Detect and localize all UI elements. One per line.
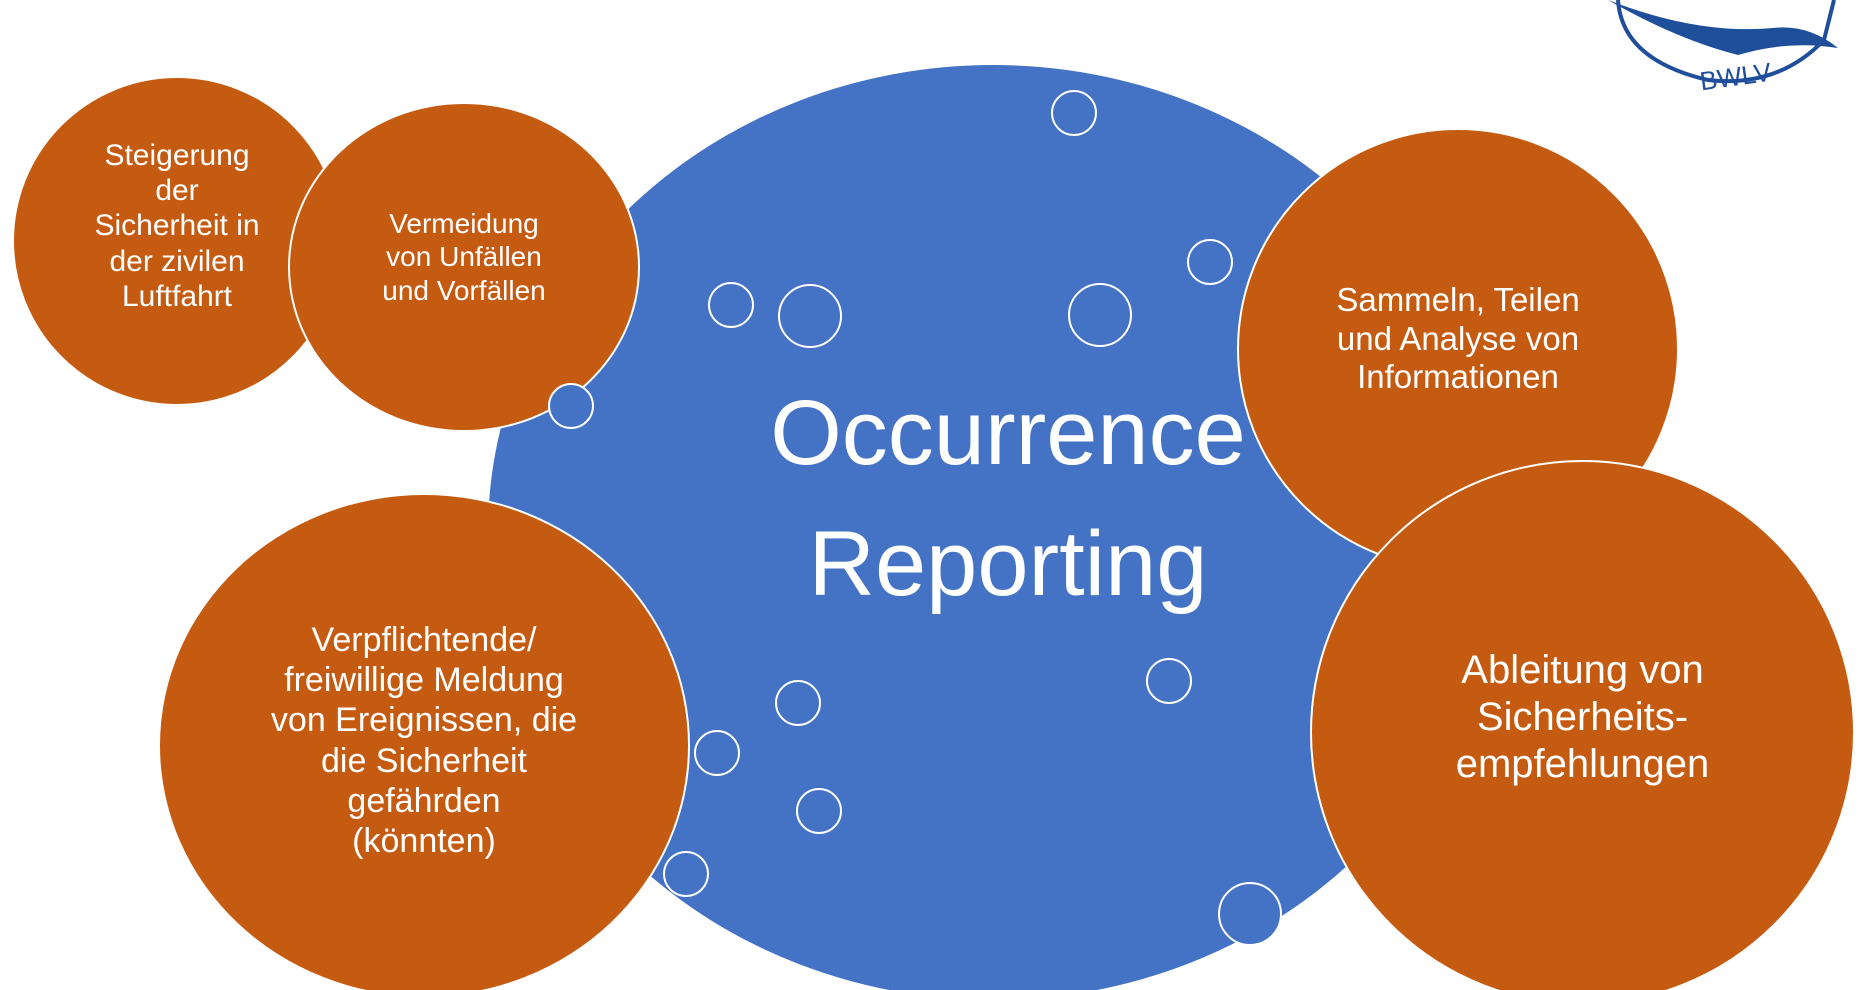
bubble-meldung-text: Verpflichtende/ freiwillige Meldung von … (270, 621, 578, 860)
decorative-bubble (1051, 90, 1097, 136)
decorative-bubble (708, 282, 754, 328)
bubble-ableitung-text: Ableitung von Sicherheits- empfehlungen (1455, 647, 1710, 787)
decorative-bubble (796, 788, 842, 834)
decorative-bubble (775, 680, 821, 726)
bubble-sammeln-text: Sammeln, Teilen und Analyse von Informat… (1336, 280, 1580, 396)
decorative-bubble (1068, 283, 1132, 347)
decorative-bubble (778, 284, 842, 348)
center-title: Occurrence Reporting (770, 382, 1246, 615)
decorative-bubble (548, 383, 594, 429)
bwlv-logo-icon: BWLV (1608, 0, 1838, 97)
logo-text: BWLV (1698, 57, 1774, 97)
bubble-ableitung: Ableitung von Sicherheits- empfehlungen (1310, 460, 1855, 990)
bubble-vermeidung: Vermeidung von Unfällen und Vorfällen (288, 102, 640, 432)
decorative-bubble (1146, 658, 1192, 704)
bubble-steigerung-text: Steigerung der Sicherheit in der zivilen… (94, 138, 260, 314)
decorative-bubble (1218, 882, 1282, 946)
bubble-steigerung: Steigerung der Sicherheit in der zivilen… (12, 76, 342, 406)
bubble-vermeidung-text: Vermeidung von Unfällen und Vorfällen (382, 208, 546, 306)
decorative-bubble (694, 730, 740, 776)
bubble-meldung: Verpflichtende/ freiwillige Meldung von … (158, 493, 690, 990)
decorative-bubble (1187, 239, 1233, 285)
decorative-bubble (663, 851, 709, 897)
